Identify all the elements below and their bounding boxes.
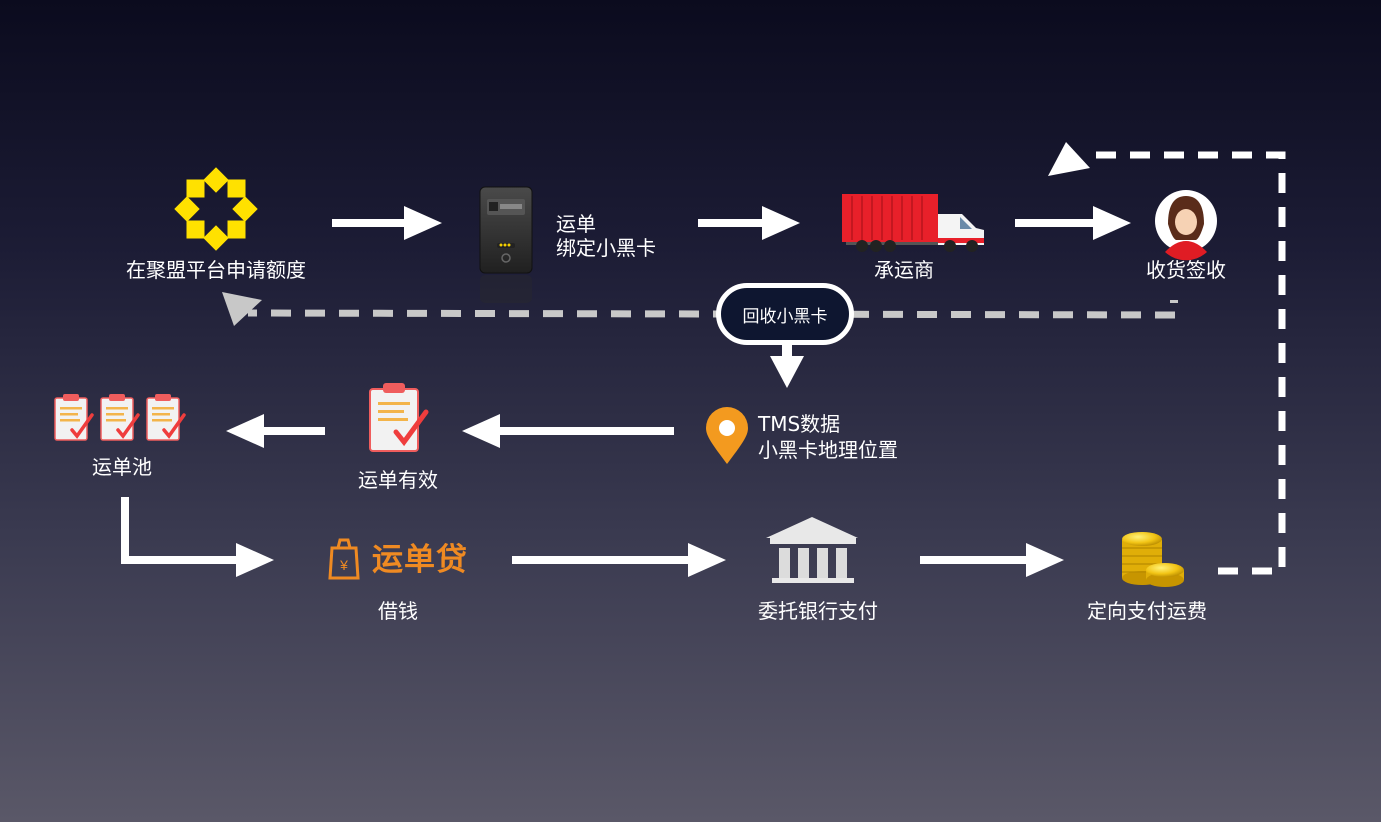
arrow-loan-to-bank [512,543,726,577]
arrow-tms-to-valid [462,414,674,448]
truck-icon [842,194,984,252]
label-apply-quota: 在聚盟平台申请额度 [126,258,306,282]
black-card-device-icon [479,186,533,303]
svg-text:¥: ¥ [339,557,348,573]
label-waybill-valid: 运单有效 [358,468,438,492]
arrow-carrier-to-receipt [1015,206,1131,240]
label-freight-payment: 定向支付运费 [1087,599,1207,623]
label-waybill: 运单 [556,212,596,236]
loan-brand-text: 运单贷 [372,542,468,578]
arrow-bind-to-carrier [698,206,800,240]
label-receipt: 收货签收 [1146,258,1226,282]
arrow-apply-to-bind [332,206,442,240]
star-logo-icon [174,167,258,251]
arrow-recycle-down [770,345,804,388]
label-waybill-pool: 运单池 [92,455,152,479]
arrow-pool-to-loan [121,497,274,577]
gold-coins-icon [1122,532,1184,587]
arrow-bank-to-freight [920,543,1064,577]
arrow-valid-to-pool [226,414,325,448]
clipboard-check-icon [369,383,429,452]
clipboard-stack-icon [54,392,186,442]
label-borrow: 借钱 [378,599,418,623]
loan-bag-icon: ¥ [328,538,360,580]
label-recycle-black-card: 回收小黑卡 [742,306,828,327]
label-carrier: 承运商 [874,258,934,282]
label-card-location: 小黑卡地理位置 [758,438,898,462]
recycle-black-card-badge: 回收小黑卡 [716,283,854,345]
arrow-freight-feedback [1048,142,1286,575]
label-bind-black-card: 绑定小黑卡 [556,236,656,260]
label-tms-data: TMS数据 [758,412,841,436]
location-pin-icon [706,407,748,464]
bank-icon [766,517,858,583]
label-bank-payment: 委托银行支付 [758,599,878,623]
receiver-avatar-icon [1155,190,1217,261]
arrow-recycle-return [222,292,1178,326]
